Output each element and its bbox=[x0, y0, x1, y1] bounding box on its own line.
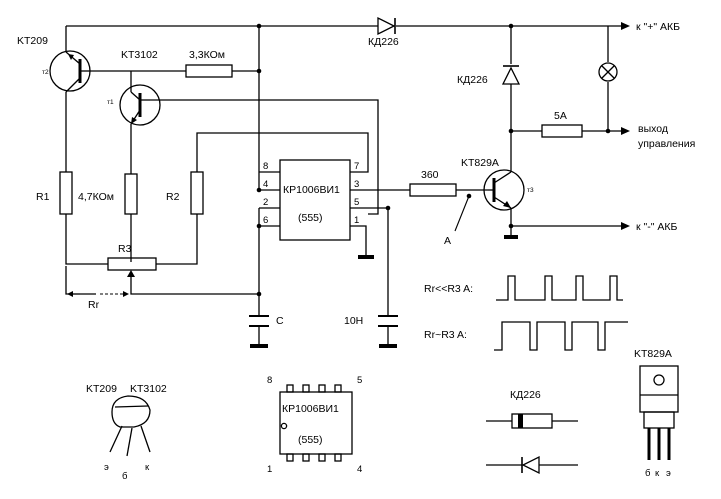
to92-right-label: KT3102 bbox=[130, 383, 167, 395]
dip-pin8: 8 bbox=[267, 375, 272, 386]
r1-label: R1 bbox=[36, 191, 50, 203]
ic-555 bbox=[279, 159, 351, 241]
ic-pin3: 3 bbox=[354, 179, 359, 190]
capacitor-10n bbox=[378, 315, 398, 327]
t2-label: KT209 bbox=[17, 35, 48, 47]
diode-symbol bbox=[486, 455, 578, 475]
to92-left-label: KT209 bbox=[86, 383, 117, 395]
ic-pin6: 6 bbox=[263, 215, 268, 226]
junction-dots bbox=[256, 23, 611, 297]
lamp-icon bbox=[598, 62, 618, 82]
fuse-5a bbox=[541, 124, 583, 138]
dip-sub: (555) bbox=[298, 434, 323, 446]
r2-label: R2 bbox=[166, 191, 180, 203]
ic-sub: (555) bbox=[298, 212, 323, 224]
dip-name: КР1006ВИ1 bbox=[282, 403, 339, 415]
diode-right-label: КД226 bbox=[457, 74, 488, 86]
point-a-label: А bbox=[444, 235, 451, 247]
ground-symbols bbox=[250, 235, 518, 348]
r3-wiper-arrow bbox=[127, 270, 135, 277]
to92-pin-k: к bbox=[145, 462, 150, 473]
resistor-3k3 bbox=[185, 64, 233, 78]
to92-pin-b: б bbox=[122, 471, 128, 482]
diode-right bbox=[501, 65, 521, 85]
resistor-r1 bbox=[59, 171, 73, 215]
output-plus-label: к "+" АКБ bbox=[636, 21, 680, 33]
to220-pin-k: к bbox=[655, 468, 660, 479]
output-arrows bbox=[621, 22, 630, 230]
dip8-package bbox=[279, 384, 353, 462]
ic-pin7: 7 bbox=[354, 161, 359, 172]
to220-label: KT829A bbox=[634, 348, 672, 360]
rr-label: Rr bbox=[88, 299, 100, 311]
to220-pin-b: б bbox=[645, 468, 651, 479]
potentiometer-r3 bbox=[107, 257, 157, 271]
waveform-low bbox=[496, 275, 623, 301]
t1-tag: т1 bbox=[107, 99, 114, 106]
ic-pin2: 2 bbox=[263, 197, 268, 208]
r4k7-label: 4,7КОм bbox=[78, 191, 114, 203]
cap-c-label: C bbox=[276, 315, 284, 327]
diode-pinout-label: КД226 bbox=[510, 389, 541, 401]
capacitor-c bbox=[249, 315, 269, 327]
to220-package bbox=[639, 365, 679, 460]
to220-pin-e: э bbox=[666, 468, 671, 479]
point-a-leader bbox=[454, 195, 470, 232]
fuse-label: 5А bbox=[554, 110, 567, 122]
dip-pin1: 1 bbox=[267, 464, 272, 475]
resistor-4k7 bbox=[124, 173, 138, 215]
rr-dimension bbox=[67, 291, 129, 297]
output-control-line1: выход bbox=[638, 123, 668, 135]
ic-name: КР1006ВИ1 bbox=[283, 184, 340, 196]
ic-pin4: 4 bbox=[263, 179, 268, 190]
resistor-360 bbox=[409, 183, 457, 197]
dip-pin4: 4 bbox=[357, 464, 362, 475]
diode-top-label: КД226 bbox=[368, 36, 399, 48]
transistor-t2 bbox=[49, 50, 91, 93]
t1-label: KT3102 bbox=[121, 49, 158, 61]
transistor-t3 bbox=[483, 169, 525, 211]
to92-package bbox=[109, 395, 151, 457]
ic-pin8: 8 bbox=[263, 161, 268, 172]
cap-10n-label: 10Н bbox=[344, 315, 363, 327]
waveform-high bbox=[494, 321, 628, 351]
t3-tag: т3 bbox=[527, 187, 534, 194]
diode-top bbox=[377, 16, 396, 36]
ic-pin5: 5 bbox=[354, 197, 359, 208]
t2-tag: т2 bbox=[42, 69, 49, 76]
resistor-r2 bbox=[190, 171, 204, 215]
output-minus-label: к "-" АКБ bbox=[636, 221, 677, 233]
r360-label: 360 bbox=[421, 169, 439, 181]
t3-label: KT829A bbox=[461, 157, 499, 169]
dip-pin5: 5 bbox=[357, 375, 362, 386]
transistor-t1 bbox=[119, 84, 161, 126]
ic-pin1: 1 bbox=[354, 215, 359, 226]
wires bbox=[65, 25, 622, 345]
r3k3-label: 3,3КОм bbox=[189, 49, 225, 61]
diode-package bbox=[486, 413, 578, 429]
r3-label: R3 bbox=[118, 243, 132, 255]
to92-pin-e: э bbox=[104, 462, 109, 473]
waveform-low-label: Rr<<R3 A: bbox=[424, 283, 473, 295]
waveform-high-label: Rr~R3 A: bbox=[424, 329, 467, 341]
output-control-line2: управления bbox=[638, 138, 695, 150]
